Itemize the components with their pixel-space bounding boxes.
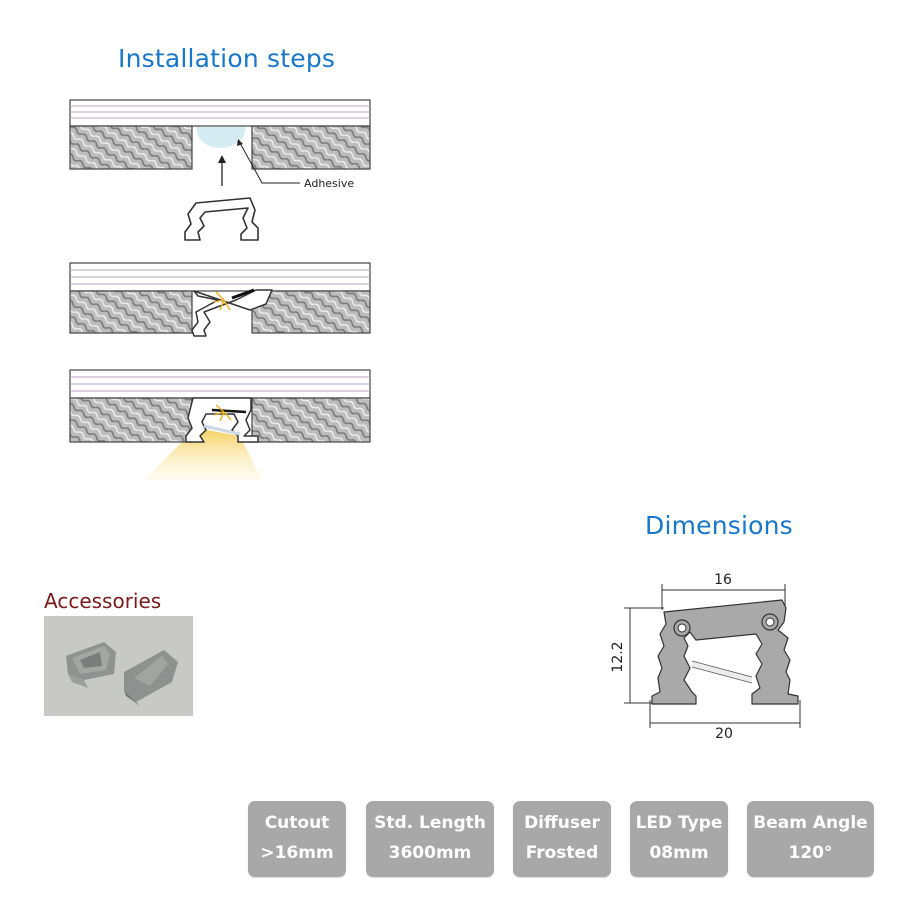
spec-std-length-label: Std. Length <box>374 813 486 833</box>
installation-title: Installation steps <box>118 44 336 73</box>
step-3-diagram <box>69 369 371 480</box>
dimension-top-width: 16 <box>714 572 732 588</box>
spec-cutout-label: Cutout <box>264 813 330 833</box>
dimension-bottom-width: 20 <box>715 726 733 742</box>
spec-std-length-value: 3600mm <box>388 843 472 863</box>
spec-diffuser-value: Frosted <box>525 843 599 863</box>
spec-diffuser: Diffuser Frosted <box>513 801 611 877</box>
step-1-diagram: Adhesive <box>69 99 371 241</box>
spec-beam-angle-label: Beam Angle <box>753 813 868 833</box>
spec-led-type: LED Type 08mm <box>630 801 728 877</box>
step-2-diagram <box>69 262 371 337</box>
installation-diagram: Adhesive <box>69 99 371 480</box>
spec-diffuser-label: Diffuser <box>524 813 600 833</box>
spec-cutout: Cutout >16mm <box>248 801 346 877</box>
spec-led-type-label: LED Type <box>635 813 723 833</box>
spec-beam-angle: Beam Angle 120° <box>747 801 874 877</box>
dimensions-title: Dimensions <box>645 511 793 540</box>
dimensions-diagram: 16 12.2 20 <box>610 572 801 742</box>
spec-led-type-value: 08mm <box>649 843 709 863</box>
spec-beam-angle-value: 120° <box>788 843 833 863</box>
spec-std-length: Std. Length 3600mm <box>366 801 494 877</box>
adhesive-label: Adhesive <box>304 177 354 190</box>
dimension-height: 12.2 <box>610 641 626 672</box>
spec-cutout-value: >16mm <box>260 843 334 863</box>
accessories-title: Accessories <box>44 589 162 613</box>
accessories-photo <box>44 616 193 716</box>
